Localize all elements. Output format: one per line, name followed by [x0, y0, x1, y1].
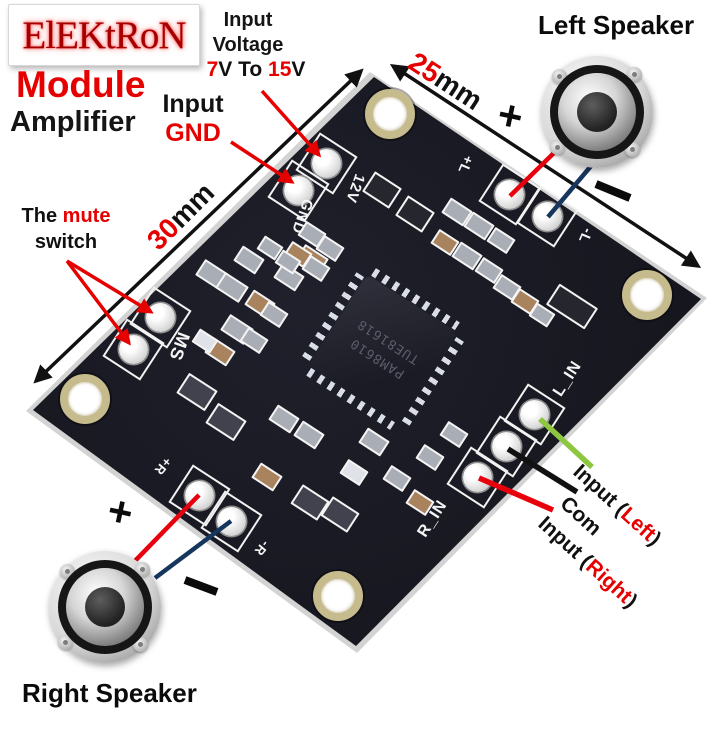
smd-component	[251, 462, 283, 492]
speaker-dust-cap	[577, 92, 617, 132]
smd-component	[176, 372, 218, 412]
right-speaker-label: Right Speaker	[22, 678, 197, 708]
input-word: Input	[162, 90, 224, 118]
mounting-hole	[365, 89, 415, 139]
product-subtitle: Amplifier	[10, 106, 136, 138]
product-title: Module	[16, 64, 146, 105]
voltage-range-label: 7V To 15V	[200, 58, 312, 82]
mute-word: mute	[62, 205, 111, 227]
speaker-ear	[627, 67, 642, 82]
smd-component	[293, 420, 325, 450]
left-speaker-image	[541, 56, 653, 168]
smd-component	[382, 464, 412, 492]
voltage-unit: V	[291, 58, 306, 81]
solder-pad	[519, 399, 549, 429]
solder-pad	[184, 480, 214, 510]
solder-pad	[532, 201, 562, 231]
mounting-hole	[313, 571, 363, 621]
mounting-hole	[622, 270, 672, 320]
voltage-min: 7	[206, 58, 219, 81]
speaker-dust-cap	[85, 587, 125, 627]
input-voltage-label: Input Voltage	[198, 8, 298, 58]
right-speaker-image	[49, 551, 161, 663]
gnd-word: GND	[165, 118, 221, 147]
speaker-ear	[58, 635, 73, 650]
smd-component	[205, 402, 247, 442]
mute-the: The	[21, 205, 63, 227]
speaker-ear	[550, 140, 565, 155]
voltage-max: 15	[268, 58, 292, 81]
logo-badge: ElEKtRoN	[8, 4, 200, 66]
smd-component	[358, 427, 390, 457]
input-voltage-line2: Voltage	[212, 34, 284, 56]
mounting-hole	[60, 374, 110, 424]
solder-pad	[145, 302, 175, 332]
logo-text: ElEKtRoN	[22, 13, 186, 57]
smd-component	[415, 443, 445, 471]
mute-switch-label: The mute switch	[8, 203, 124, 255]
solder-pad	[118, 334, 148, 364]
smd-component	[439, 420, 469, 448]
input-voltage-line1: Input	[223, 9, 273, 31]
solder-pad	[311, 148, 341, 178]
solder-pad	[491, 431, 521, 461]
voltage-to: V To	[218, 58, 269, 81]
solder-pad	[462, 462, 492, 492]
input-gnd-label: Input GND	[153, 90, 233, 148]
speaker-ear	[135, 562, 150, 577]
smd-component	[395, 195, 435, 233]
mute-switch-word: switch	[34, 231, 98, 253]
solder-pad	[216, 506, 246, 536]
solder-pad	[494, 179, 524, 209]
smd-component	[268, 404, 300, 434]
left-speaker-label: Left Speaker	[538, 10, 695, 40]
chip-marking: PAM8610 TUE81618	[343, 313, 423, 384]
smd-component	[339, 458, 369, 486]
smd-component	[545, 282, 599, 330]
